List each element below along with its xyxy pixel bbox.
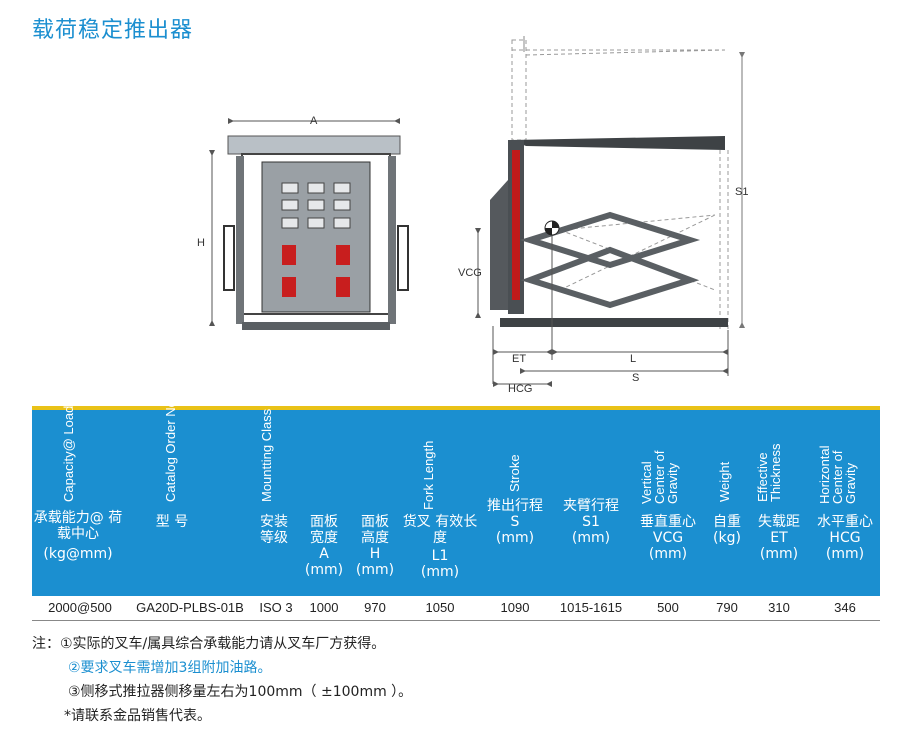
cell-catalog: GA20D-PLBS-01B xyxy=(136,600,244,615)
cell-weight: 790 xyxy=(716,600,738,615)
header-vcg-cn: 垂直重心 xyxy=(640,514,696,530)
dim-h-label: H xyxy=(197,237,205,249)
note-1: 注：①实际的叉车/属具综合承载能力请从叉车厂方获得。 xyxy=(32,636,386,652)
header-fork-cn: 货叉 有效长度 xyxy=(402,514,478,546)
header-clamp-cn: 夹臂行程 xyxy=(563,498,619,514)
cell-stroke: 1090 xyxy=(500,600,530,615)
cell-fork: 1050 xyxy=(425,600,455,615)
header-height-cn: 面板 高度 xyxy=(361,514,389,546)
cell-height: 970 xyxy=(364,600,386,615)
header-clamp-sym: S1 xyxy=(582,514,600,530)
cell-et: 310 xyxy=(768,600,790,615)
header-stroke-en: Stroke xyxy=(507,454,522,492)
header-capacity-en: Capacity@ Load Center xyxy=(61,363,76,502)
header-et-sym: ET xyxy=(770,530,788,546)
header-fork-en: Fork Length xyxy=(421,440,436,510)
header-height-sym: H xyxy=(369,546,381,562)
note-3: ③侧移式推拉器侧移量左右为100mm（ ±100mm ）。 xyxy=(68,684,413,700)
header-weight-en: Weight xyxy=(717,461,732,502)
header-stroke-sym: S xyxy=(510,514,520,530)
header-vcg-en: Vertical Center of Gravity xyxy=(639,450,680,504)
header-vcg-unit: (mm) xyxy=(648,546,688,562)
header-width-cn: 面板 宽度 xyxy=(310,514,338,546)
dim-a-label: A xyxy=(310,115,318,127)
dim-s-label: S xyxy=(632,372,639,384)
technical-drawing: A H xyxy=(197,36,748,395)
header-catalog-en: Catalog Order No. xyxy=(163,396,178,503)
side-view: S1 VCG ET L S HCG xyxy=(458,36,748,395)
note-2: ②要求叉车需增加3组附加油路。 xyxy=(68,660,272,676)
cell-width: 1000 xyxy=(309,600,339,615)
header-et-cn: 失载距 xyxy=(758,514,800,530)
dim-l-label: L xyxy=(630,353,636,365)
table-row: 2000@500 GA20D-PLBS-01B ISO 3 1000 970 1… xyxy=(32,598,880,621)
header-capacity-unit: (kg@mm) xyxy=(43,546,113,562)
header-et-unit: (mm) xyxy=(759,546,799,562)
header-weight-cn: 自重 xyxy=(713,514,741,530)
header-mount-cn: 安装 等级 xyxy=(260,514,288,546)
header-fork-unit: (mm) xyxy=(420,564,460,580)
header-width-unit: (mm) xyxy=(304,562,344,578)
header-fork-sym: L1 xyxy=(431,548,449,564)
header-vcg-sym: VCG xyxy=(652,530,684,546)
cell-mount: ISO 3 xyxy=(259,600,293,615)
header-hcg-cn: 水平重心 xyxy=(817,514,873,530)
header-capacity-cn: 承载能力@ 荷载中心 xyxy=(33,510,123,542)
cell-clamp: 1015-1615 xyxy=(559,600,623,615)
dim-vcg-label: VCG xyxy=(458,267,482,279)
dim-s1-label: S1 xyxy=(735,186,748,198)
header-hcg-unit: (mm) xyxy=(825,546,865,562)
header-width-sym: A xyxy=(319,546,329,562)
cell-hcg: 346 xyxy=(834,600,856,615)
header-hcg-sym: HCG xyxy=(829,530,861,546)
header-weight-unit: (kg) xyxy=(713,530,741,546)
header-height-unit: (mm) xyxy=(355,562,395,578)
header-catalog-cn: 型 号 xyxy=(155,514,189,530)
cell-capacity: 2000@500 xyxy=(48,600,112,615)
header-et-en: Effective Thickness xyxy=(755,443,783,502)
header-stroke-unit: (mm) xyxy=(495,530,535,546)
dim-et-label: ET xyxy=(512,353,526,365)
front-view: A H xyxy=(197,115,409,330)
note-4: *请联系金品销售代表。 xyxy=(64,708,211,724)
header-hcg-en: Horizontal Center of Gravity xyxy=(817,445,858,504)
spec-table-header: Capacity@ Load Center 承载能力@ 荷载中心 (kg@mm)… xyxy=(32,363,880,596)
dim-hcg-label: HCG xyxy=(508,383,532,395)
header-mount-en: Mountting Class xyxy=(259,408,274,502)
page-title: 载荷稳定推出器 xyxy=(32,18,194,43)
header-stroke-cn: 推出行程 xyxy=(487,498,543,514)
header-clamp-unit: (mm) xyxy=(571,530,611,546)
cell-vcg: 500 xyxy=(657,600,679,615)
